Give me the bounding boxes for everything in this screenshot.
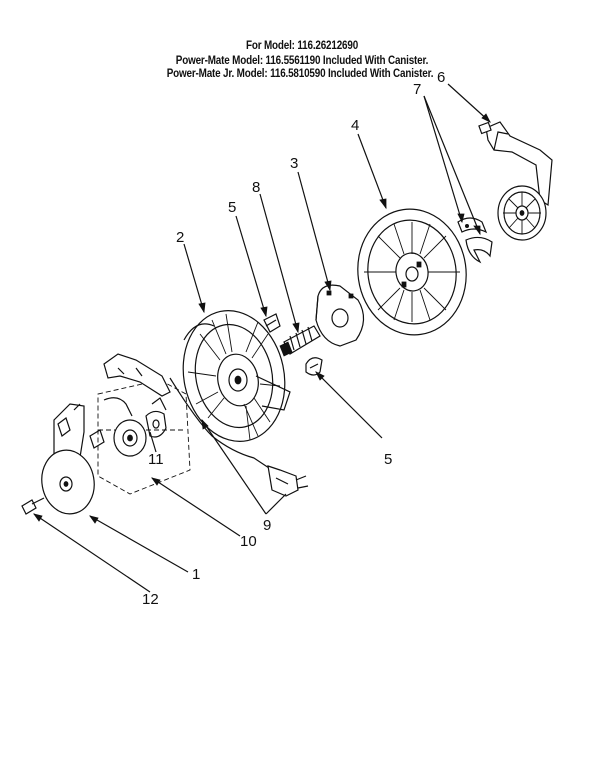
- callout-11: 11: [148, 451, 164, 468]
- part-5-upper-clip: [263, 313, 281, 333]
- part-9-cord-plug: [169, 377, 309, 497]
- part-12-screw: [21, 497, 45, 515]
- part-5-lower-clip: [305, 357, 323, 376]
- part-3-hub-disc: [315, 284, 365, 347]
- part-8-spring-shaft: [279, 325, 321, 357]
- housing-frame: [103, 353, 171, 417]
- callout-10: 10: [240, 533, 257, 550]
- callout-5-lower: 5: [384, 451, 393, 468]
- callout-1: 1: [192, 566, 201, 583]
- callout-5-upper: 5: [228, 199, 237, 216]
- part-4-large-reel: [357, 208, 467, 336]
- header-power-mate-line: Power-Mate Model: 116.5561190 Included W…: [175, 55, 429, 67]
- callout-12: 12: [142, 591, 159, 608]
- housing-hub: [89, 419, 147, 457]
- callout-4: 4: [351, 117, 360, 134]
- part-6-bracket-wheel: [478, 121, 553, 241]
- callout-2: 2: [176, 229, 185, 246]
- part-11-small-bracket: [145, 397, 167, 438]
- callout-9: 9: [263, 517, 272, 534]
- part-2-reel-plate: [182, 310, 291, 442]
- header-model-line: For Model: 116.26212690: [245, 40, 359, 52]
- callout-3: 3: [290, 155, 299, 172]
- header-power-mate-jr-line: Power-Mate Jr. Model: 116.5810590 Includ…: [166, 68, 434, 80]
- leader-lines: [33, 83, 491, 593]
- callout-6: 6: [437, 69, 446, 86]
- callout-8: 8: [252, 179, 261, 196]
- callout-7: 7: [413, 81, 422, 98]
- part-1-mounting-plate: [41, 403, 95, 515]
